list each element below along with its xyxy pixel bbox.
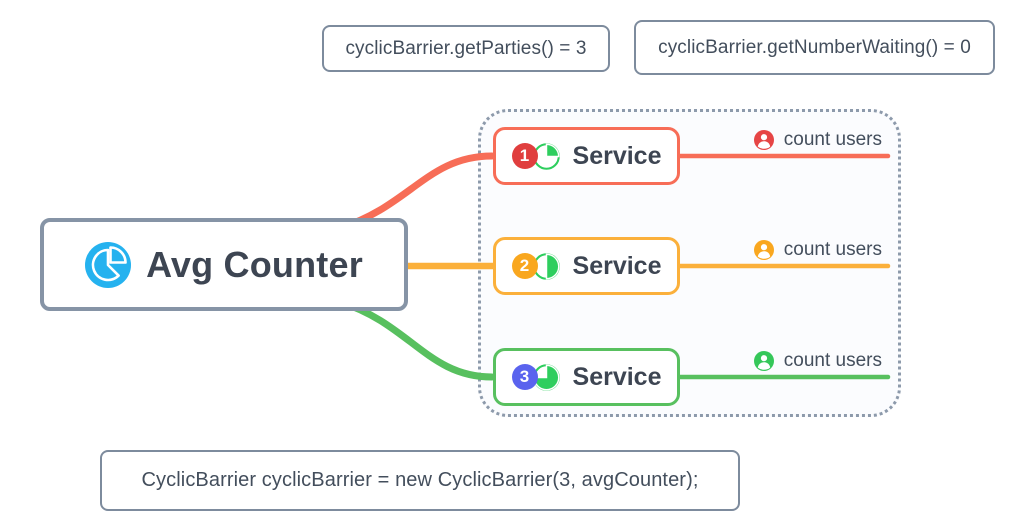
- task-text-2: count users: [783, 239, 882, 260]
- pie-chart-icon: [85, 241, 132, 288]
- annotation-get-number-waiting-text: cyclicBarrier.getNumberWaiting() = 0: [658, 36, 971, 58]
- service-node-1: 1 Service: [493, 127, 680, 185]
- user-icon-green: [753, 351, 774, 371]
- user-icon-orange: [753, 240, 774, 260]
- service-1-icons: 1: [511, 142, 560, 170]
- service-node-3: 3 Service: [493, 348, 680, 406]
- service-1-label: Service: [572, 141, 662, 170]
- annotation-constructor-code: CyclicBarrier cyclicBarrier = new Cyclic…: [100, 450, 740, 511]
- service-2-label: Service: [572, 251, 662, 280]
- progress-pie-50-icon: [532, 252, 560, 280]
- task-label-count-users-1: count users: [720, 128, 882, 152]
- service-node-2: 2 Service: [493, 237, 680, 295]
- task-label-count-users-3: count users: [720, 349, 882, 373]
- annotation-get-parties: cyclicBarrier.getParties() = 3: [322, 25, 610, 72]
- service-3-number-badge: 3: [511, 364, 538, 390]
- task-text-3: count users: [783, 350, 882, 371]
- annotation-constructor-code-text: CyclicBarrier cyclicBarrier = new Cyclic…: [141, 469, 699, 491]
- task-text-1: count users: [783, 129, 882, 150]
- branch-line-service-3: [336, 298, 496, 381]
- service-2-icons: 2: [511, 252, 560, 280]
- task-label-count-users-2: count users: [720, 238, 882, 262]
- service-3-icons: 3: [511, 363, 560, 391]
- annotation-get-parties-text: cyclicBarrier.getParties() = 3: [345, 37, 587, 59]
- root-node-avg-counter: Avg Counter: [40, 218, 408, 311]
- service-2-number-badge: 2: [511, 253, 538, 279]
- annotation-get-number-waiting: cyclicBarrier.getNumberWaiting() = 0: [634, 20, 995, 75]
- service-3-label: Service: [572, 362, 662, 391]
- user-icon-red: [753, 130, 774, 150]
- service-1-number-badge: 1: [511, 143, 538, 169]
- root-node-label: Avg Counter: [146, 243, 363, 285]
